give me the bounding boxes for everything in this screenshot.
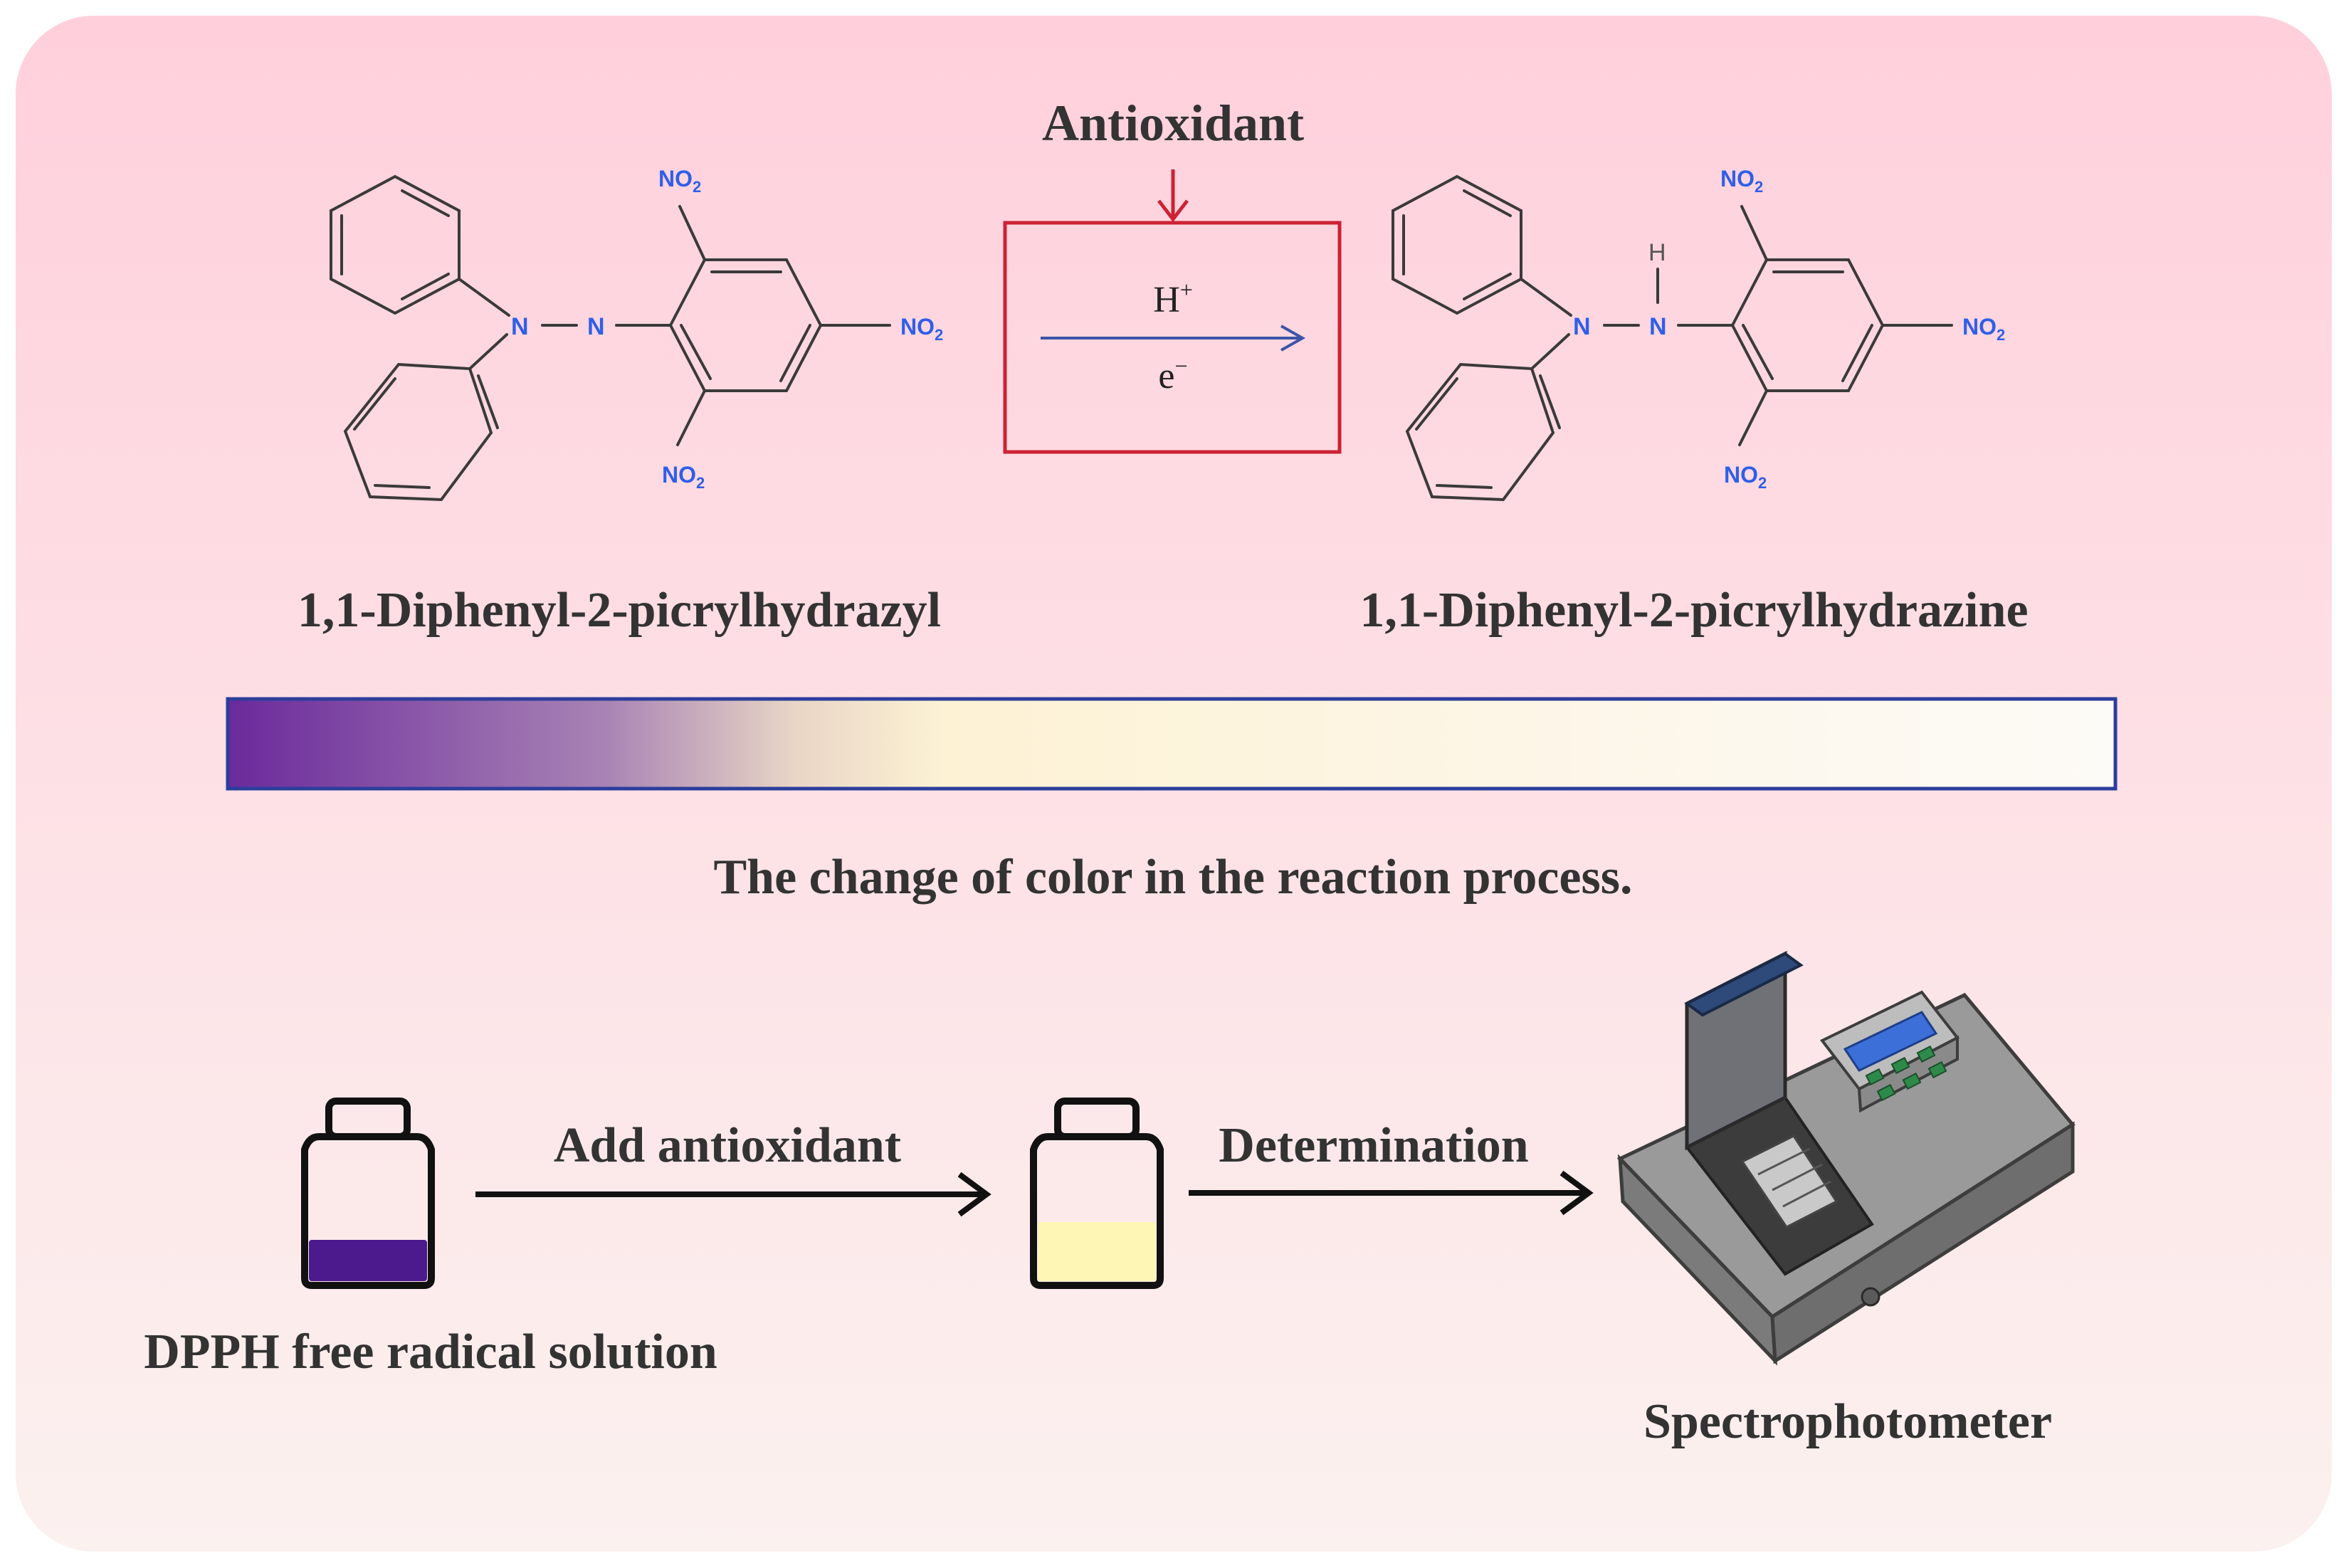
- reagent-arrow-head: [1157, 199, 1189, 223]
- molecule-dpph-radical: N N NO2 NO2 NO2: [330, 166, 943, 502]
- keypad-button: [1890, 1056, 1910, 1075]
- bottle-dpph-solution: [301, 1098, 435, 1289]
- molecule-dpph-hydrazine: N N H NO2 NO2 NO2: [1392, 166, 2005, 502]
- molecule-name-dpph-radical: 1,1-Diphenyl-2-picrylhydrazyl: [298, 583, 941, 638]
- keypad-button: [1916, 1045, 1936, 1063]
- nitro-group-right: NO2: [900, 314, 943, 344]
- dpph-solution-label: DPPH free radical solution: [144, 1325, 717, 1379]
- determination-arrow-head: [1559, 1170, 1594, 1216]
- color-change-bar: [226, 697, 2118, 791]
- nitrogen-atom-2: N: [1649, 313, 1667, 340]
- keypad-button: [1927, 1061, 1947, 1079]
- nitrogen-atom-1: N: [1573, 313, 1591, 340]
- display-screen: [1843, 1011, 1938, 1072]
- determination-label: Determination: [1219, 1118, 1528, 1173]
- keypad-button: [1876, 1083, 1896, 1102]
- nitro-group-bottom: NO2: [1724, 462, 1767, 492]
- proton-label: H+: [1153, 277, 1193, 320]
- keypad-button: [1865, 1068, 1885, 1086]
- phenyl-ring-lower-left: [343, 362, 499, 502]
- reaction-box: [1003, 221, 1342, 454]
- hydrogen-atom: H: [1648, 239, 1666, 266]
- nitro-group-top: NO2: [1720, 166, 1763, 196]
- spectrophotometer-illustration: [1616, 950, 2076, 1366]
- phenyl-ring-upper-left: [330, 174, 461, 315]
- add-antioxidant-label: Add antioxidant: [554, 1118, 901, 1173]
- keypad-button: [1902, 1072, 1922, 1090]
- front-knob: [1861, 1287, 1881, 1307]
- molecule-name-dpph-hydrazine: 1,1-Diphenyl-2-picrylhydrazine: [1359, 583, 2028, 638]
- nitro-group-top: NO2: [658, 166, 701, 196]
- reaction-arrow-head: [1280, 325, 1306, 352]
- electron-label: e−: [1158, 353, 1187, 396]
- nitrogen-atom-1: N: [511, 313, 529, 340]
- phenyl-ring-upper-right: [1392, 174, 1522, 315]
- reduced-solution-liquid: [1038, 1222, 1156, 1281]
- reagent-label: Antioxidant: [1042, 95, 1304, 152]
- dpph-solution-liquid: [309, 1240, 427, 1281]
- nitro-group-bottom: NO2: [662, 462, 705, 492]
- color-bar-caption: The change of color in the reaction proc…: [713, 850, 1632, 905]
- bottle-reduced-solution: [1030, 1098, 1164, 1289]
- reaction-step: Antioxidant H+ e−: [1003, 95, 1342, 454]
- spectrophotometer-label: Spectrophotometer: [1643, 1394, 2052, 1449]
- spectrophotometer-lid: [1684, 952, 1804, 1017]
- nitrogen-atom-2: N: [587, 313, 605, 340]
- add-antioxidant-arrow-head: [957, 1172, 991, 1217]
- nitro-group-right: NO2: [1962, 314, 2005, 344]
- phenyl-ring-lower-right: [1405, 362, 1561, 502]
